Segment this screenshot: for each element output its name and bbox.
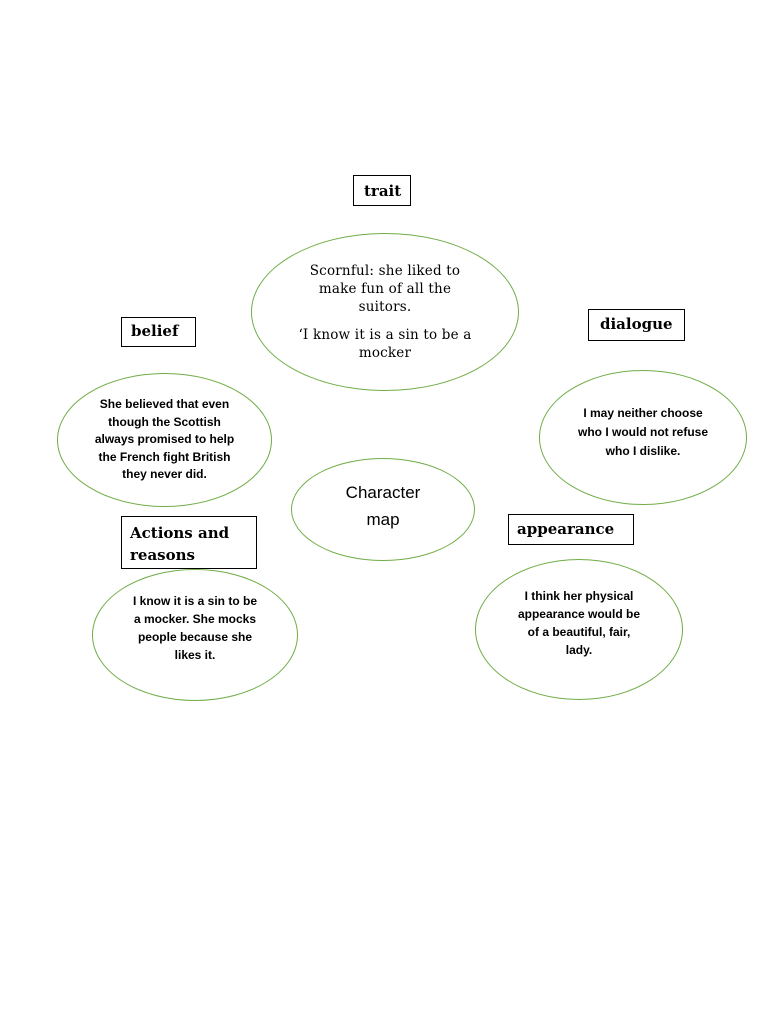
trait-quote: ‘I know it is a sin to be a mocker [298,327,472,361]
appearance-oval: I think her physical appearance would be… [475,559,683,700]
actions-label: Actions and reasons [130,524,230,564]
trait-description: Scornful: she liked to make fun of all t… [309,263,461,315]
actions-oval: I know it is a sin to be a mocker. She m… [92,569,298,701]
appearance-label-box: appearance [508,514,634,545]
appearance-text: I think her physical appearance would be… [517,588,641,657]
belief-text: She believed that even though the Scotti… [94,397,235,482]
actions-text: I know it is a sin to be a mocker. She m… [132,594,258,662]
belief-label: belief [131,322,179,340]
trait-label-box: trait [353,175,411,206]
trait-label: trait [364,182,402,200]
actions-label-box: Actions and reasons [121,516,257,569]
belief-label-box: belief [121,317,196,347]
appearance-label: appearance [517,520,615,538]
character-map-title: Character map [345,483,421,529]
dialogue-text: I may neither choose who I would not ref… [578,406,708,458]
belief-oval: She believed that even though the Scotti… [57,373,272,507]
dialogue-oval: I may neither choose who I would not ref… [539,370,747,505]
center-oval: Character map [291,458,475,561]
trait-oval: Scornful: she liked to make fun of all t… [251,233,519,391]
dialogue-label: dialogue [600,315,673,333]
dialogue-label-box: dialogue [588,309,685,341]
